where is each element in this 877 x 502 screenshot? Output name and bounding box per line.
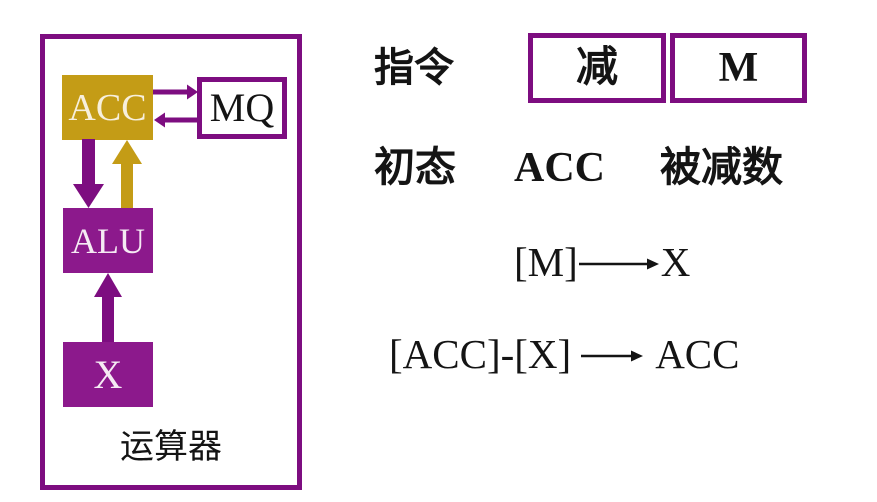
step1-rhs: X bbox=[660, 238, 691, 285]
alu-box: ALU bbox=[63, 208, 153, 273]
right-arrow-icon bbox=[578, 258, 659, 269]
right-arrow-icon bbox=[581, 350, 644, 361]
step1-formula: [M] X bbox=[514, 234, 690, 290]
mq-register-label: MQ bbox=[209, 85, 275, 130]
opcode-cell: 减 bbox=[528, 33, 666, 103]
arithmetic-unit-box bbox=[40, 34, 302, 490]
step2-formula: [ACC]-[X] ACC bbox=[389, 326, 740, 382]
initial-acc-value: ACC bbox=[514, 145, 605, 191]
alu-label: ALU bbox=[71, 220, 145, 261]
instruction-label: 指令 bbox=[374, 45, 454, 90]
opcode-label: 减 bbox=[575, 45, 618, 91]
x-register-label: X bbox=[93, 351, 123, 397]
initial-operand-desc: 被减数 bbox=[660, 144, 783, 190]
step1-lhs: [M] bbox=[514, 238, 578, 285]
mq-register-box: MQ bbox=[197, 77, 287, 139]
x-register-box: X bbox=[63, 342, 153, 407]
step2-lhs: [ACC]-[X] bbox=[389, 330, 572, 377]
initial-state-label: 初态 bbox=[374, 144, 456, 190]
acc-register-box: ACC bbox=[62, 75, 153, 140]
acc-register-label: ACC bbox=[68, 86, 147, 129]
instruction-word: 减 M bbox=[528, 33, 807, 103]
operand-cell: M bbox=[670, 33, 807, 103]
operand-label: M bbox=[718, 45, 759, 91]
arithmetic-unit-label: 运算器 bbox=[120, 429, 222, 466]
step2-rhs: ACC bbox=[655, 330, 740, 377]
